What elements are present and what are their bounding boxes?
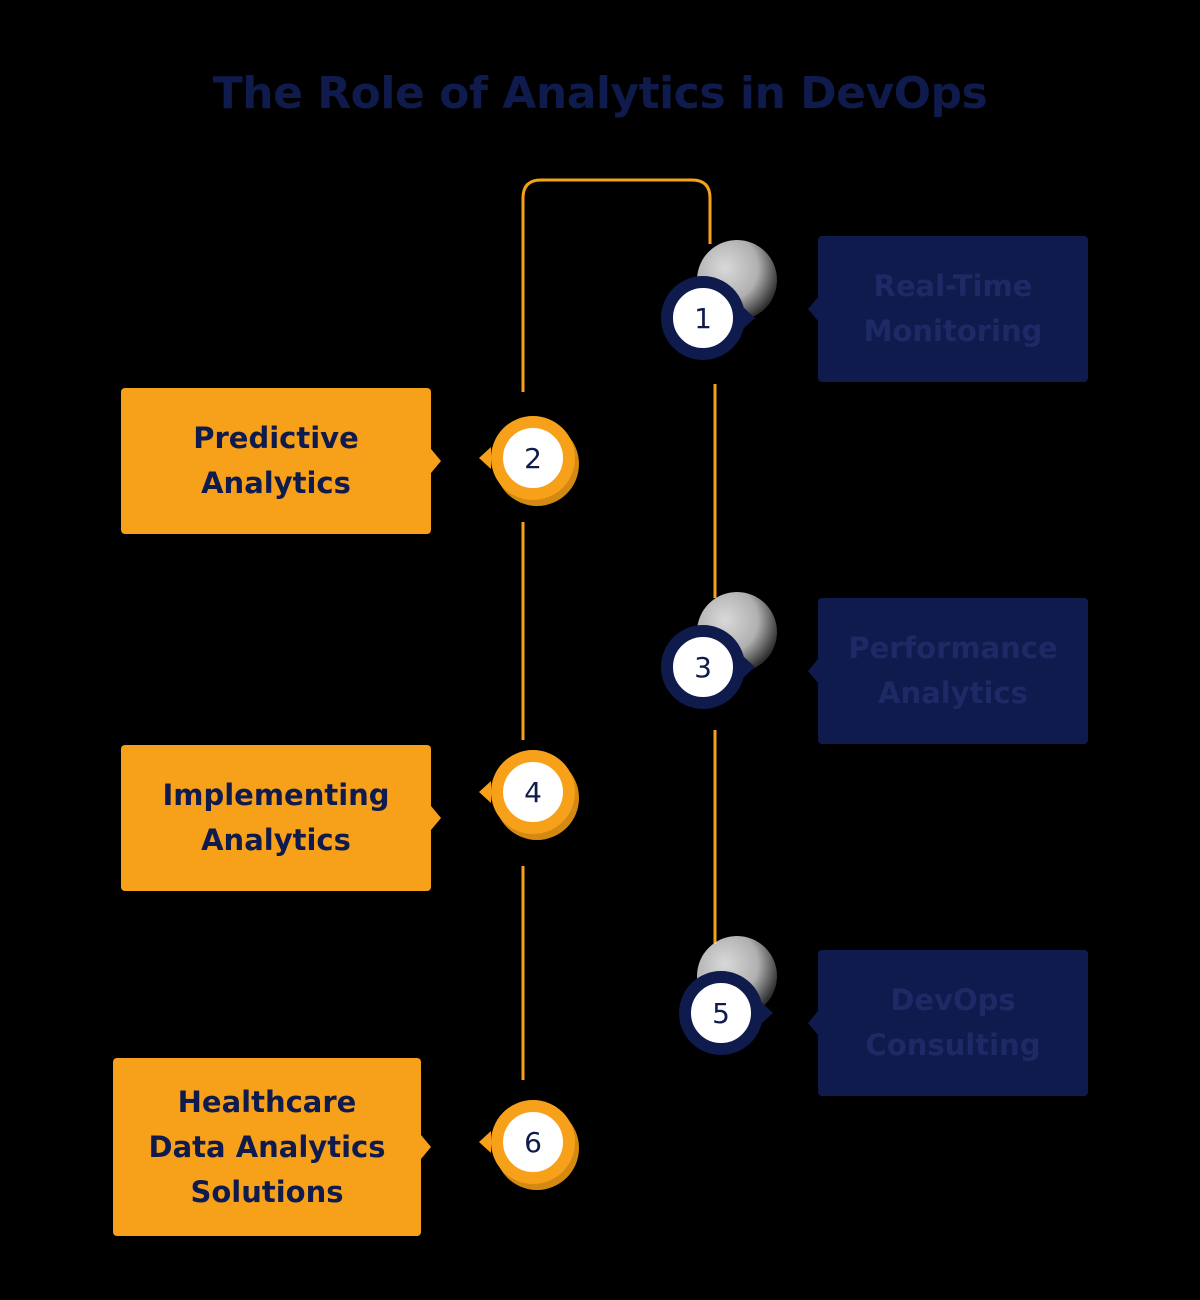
step-6-pointer	[479, 1131, 491, 1153]
step-2-label: Predictive Analytics	[193, 421, 359, 500]
step-5-number: 5	[712, 996, 730, 1030]
step-2-pointer	[479, 447, 491, 469]
step-4-box: Implementing Analytics	[121, 745, 441, 891]
step-6-number: 6	[524, 1125, 542, 1159]
step-5-node: 5	[679, 971, 773, 1055]
top-connector	[521, 178, 712, 392]
step-3-pointer	[743, 656, 755, 678]
step-1-node: 1	[661, 276, 755, 360]
step-5-label: DevOps Consulting	[865, 983, 1041, 1062]
step-6-label: Healthcare Data Analytics Solutions	[148, 1084, 386, 1209]
step-1-number: 1	[694, 301, 712, 335]
step-3-node: 3	[661, 625, 755, 709]
step-3-number: 3	[694, 650, 712, 684]
step-1-pointer	[743, 307, 755, 329]
step-4-node: 4	[479, 750, 575, 834]
step-2-box: Predictive Analytics	[121, 388, 441, 534]
step-1-box: Real-Time Monitoring	[808, 236, 1088, 382]
step-5-box: DevOps Consulting	[808, 950, 1088, 1096]
step-6-box: Healthcare Data Analytics Solutions	[113, 1058, 431, 1236]
step-2-number: 2	[524, 441, 542, 475]
step-4-pointer	[479, 781, 491, 803]
step-1-label: Real-Time Monitoring	[863, 269, 1043, 348]
step-4-label: Implementing Analytics	[162, 778, 390, 857]
step-5-pointer	[761, 1002, 773, 1024]
diagram-title: The Role of Analytics in DevOps	[212, 68, 988, 119]
step-6-node: 6	[479, 1100, 575, 1184]
step-4-number: 4	[524, 775, 542, 809]
step-2-node: 2	[479, 416, 575, 500]
step-3-label: Performance Analytics	[848, 631, 1058, 710]
step-3-box: Performance Analytics	[808, 598, 1088, 744]
